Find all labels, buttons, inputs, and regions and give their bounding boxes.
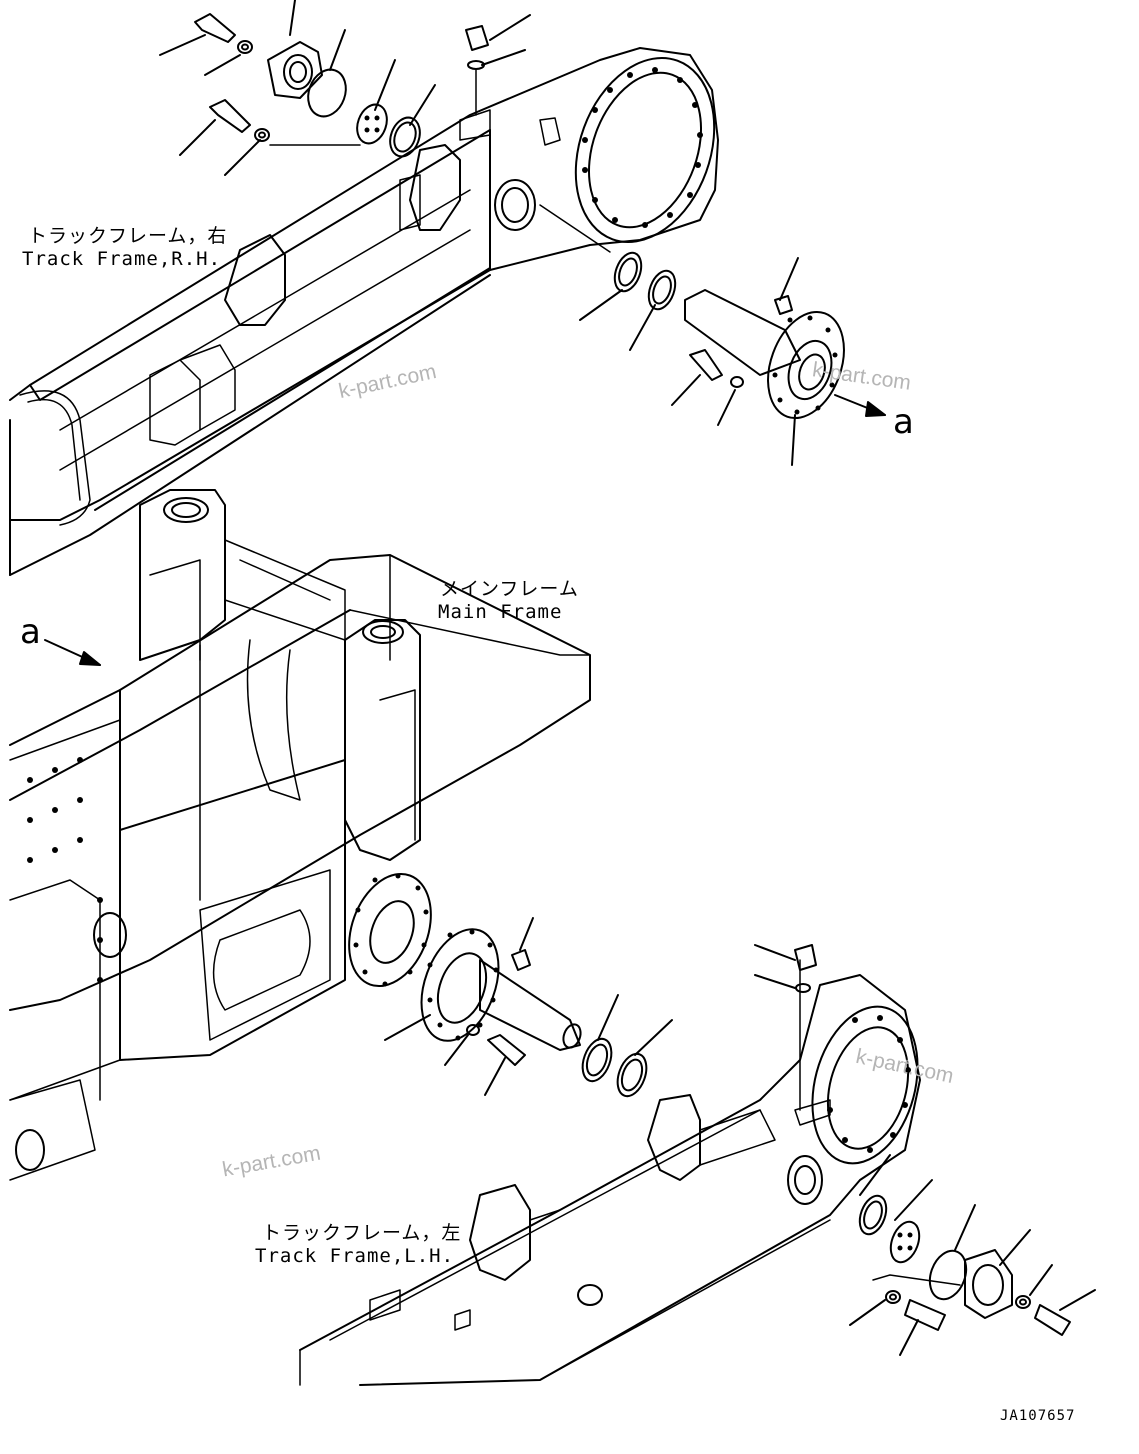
lh-spindle [384,917,817,1111]
main-frame [9,489,591,1181]
drawing-code: JA107657 [1000,1408,1076,1424]
ref-mark-a-in: a [20,612,41,652]
label-track-frame-rh-jp: トラックフレーム，右 [28,225,228,247]
label-track-frame-lh-jp: トラックフレーム，左 [262,1222,462,1244]
rh-cap-assembly [159,0,531,176]
label-main-frame-en: Main Frame [438,601,563,623]
label-main-frame-jp: メインフレーム [440,578,579,600]
lh-cap-assembly [849,1154,1096,1356]
track-frame-rh [9,47,719,576]
rh-spindle [539,204,886,466]
label-track-frame-lh-en: Track Frame,L.H. [255,1245,455,1267]
label-track-frame-rh-en: Track Frame,R.H. [22,248,222,270]
track-frame-lh [299,974,921,1386]
ref-mark-a-out: a [893,402,914,442]
